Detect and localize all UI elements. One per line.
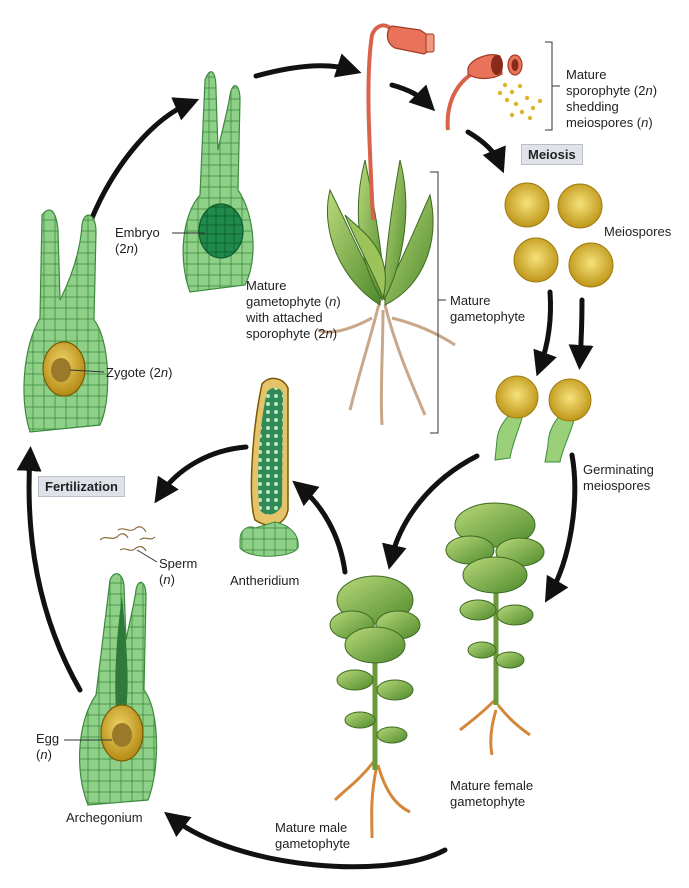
arrow-archegonium-to-zygote [16, 446, 83, 693]
shedding-sporophyte [445, 54, 543, 131]
germinating-meiospores [494, 375, 592, 463]
cycle-arrows [16, 53, 594, 870]
arrow-antheridium-to-sperm [154, 444, 249, 504]
label-mature-sporophyte: Mature sporophyte (2n) shedding meiospor… [566, 67, 658, 130]
archegonium-egg [79, 573, 158, 806]
meiospores-cluster [504, 182, 614, 288]
arrow-zygote-to-embryo [85, 97, 200, 231]
leader-lines [64, 232, 205, 741]
arrow-capsule-to-shedding [389, 82, 436, 112]
arrow-germinating-to-female [544, 452, 578, 603]
arrow-male-to-antheridium [292, 480, 348, 575]
label-mature-male-gametophyte: Mature male gametophyte [275, 820, 351, 851]
label-fertilization: Fertilization [38, 476, 125, 497]
label-mature-female-gametophyte: Mature female gametophyte [450, 778, 534, 809]
arrow-shedding-to-meiosis [465, 129, 506, 174]
label-gametophyte-with-sporophyte: Mature gametophyte (n) with attached spo… [246, 278, 341, 341]
label-embryo: Embryo (2n) [115, 225, 160, 256]
embryo-archegonium [182, 71, 254, 293]
label-germinating-meiospores: Germinating meiospores [583, 462, 654, 493]
label-archegonium: Archegonium [66, 810, 143, 825]
label-egg: Egg (n) [36, 731, 60, 762]
female-gametophyte-plant [445, 502, 545, 756]
label-antheridium: Antheridium [230, 573, 300, 588]
antheridium [239, 377, 299, 557]
sperm-cells [99, 526, 156, 552]
zygote-archegonium [23, 209, 109, 433]
gametophyte-with-sporophyte [317, 23, 456, 426]
arrow-spore-to-germinating-2 [568, 297, 594, 370]
arrow-bottom-to-archegonium [164, 811, 448, 870]
bracket-shedding [545, 41, 560, 131]
arrow-germinating-to-male [382, 453, 480, 570]
label-meiospores: Meiospores [604, 224, 672, 239]
label-meiosis: Meiosis [521, 144, 583, 165]
arrow-embryo-to-capsule [253, 53, 362, 79]
label-sperm: Sperm (n) [159, 556, 198, 587]
label-zygote: Zygote (2n) [106, 365, 173, 380]
arrow-spore-to-germinating-1 [533, 289, 557, 377]
bracket-mature-gametophyte [430, 171, 446, 434]
male-gametophyte-plant [329, 575, 421, 839]
label-mature-gametophyte: Mature gametophyte [450, 293, 526, 324]
